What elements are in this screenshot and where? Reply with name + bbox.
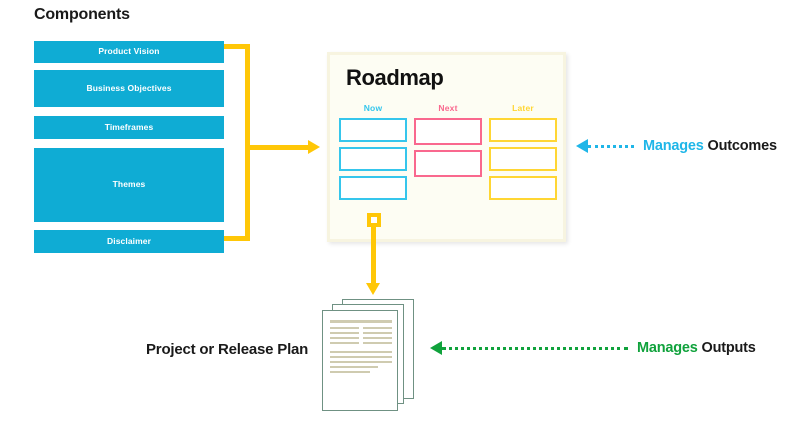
bracket-bottom-segment (224, 236, 250, 241)
document-line (330, 341, 359, 344)
roadmap-column: Now (339, 103, 407, 205)
roadmap-panel: Roadmap Now Next Later (327, 52, 566, 242)
roadmap-card[interactable] (339, 176, 407, 200)
outputs-label: Manages Outputs (637, 340, 756, 356)
roadmap-column-header: Later (512, 103, 534, 113)
outputs-dotted-line (442, 346, 628, 350)
roadmap-column: Later (489, 103, 557, 205)
down-arrow-shaft (371, 225, 376, 285)
bracket-top-segment (224, 44, 250, 49)
document-column (330, 326, 359, 347)
component-bar: Timeframes (34, 116, 224, 139)
component-bar: Product Vision (34, 41, 224, 63)
component-bar-label: Product Vision (98, 46, 160, 57)
document-line (330, 336, 359, 339)
roadmap-columns: Now Next Later (339, 103, 557, 205)
document-line (330, 331, 359, 334)
roadmap-column-header: Next (438, 103, 458, 113)
roadmap-column: Next (414, 103, 482, 205)
document-line (363, 331, 392, 334)
outcomes-label: Manages Outcomes (643, 138, 777, 154)
outcomes-plain-word: Outcomes (707, 138, 778, 154)
component-bar-label: Timeframes (104, 121, 154, 132)
document-line (330, 365, 378, 368)
roadmap-card[interactable] (414, 118, 482, 145)
document-line (330, 360, 392, 363)
roadmap-card[interactable] (489, 176, 557, 200)
document-sheet-front (322, 310, 398, 411)
document-column (363, 326, 392, 347)
outcomes-dotted-line (588, 144, 634, 148)
component-bar-label: Business Objectives (86, 82, 172, 93)
component-bar: Business Objectives (34, 70, 224, 107)
down-arrow-head-icon (366, 283, 380, 295)
roadmap-card[interactable] (339, 147, 407, 171)
outputs-arrow-head-icon (430, 341, 442, 355)
roadmap-card[interactable] (489, 147, 557, 171)
component-bar-label: Themes (112, 179, 146, 190)
document-line (330, 355, 392, 358)
document-line (330, 326, 359, 329)
component-bar: Themes (34, 148, 224, 222)
outputs-plain-word: Outputs (701, 340, 756, 356)
annotation-manages-outputs: Manages Outputs (430, 340, 756, 356)
component-bar-label: Disclaimer (107, 235, 151, 246)
roadmap-card[interactable] (339, 118, 407, 142)
project-plan-document-stack (322, 299, 418, 411)
roadmap-column-header: Now (363, 103, 383, 113)
roadmap-title: Roadmap (346, 65, 444, 90)
roadmap-card[interactable] (489, 118, 557, 142)
bracket-arrow-shaft (250, 145, 310, 150)
document-line (363, 336, 392, 339)
document-two-column-block (330, 326, 392, 347)
document-line (330, 370, 370, 373)
components-heading: Components (34, 6, 130, 23)
document-text-lines (330, 320, 392, 376)
bracket-arrow-head-icon (308, 140, 320, 154)
outputs-accent-word: Manages (637, 340, 698, 356)
outcomes-accent-word: Manages (643, 138, 704, 154)
annotation-manages-outcomes: Manages Outcomes (576, 138, 777, 154)
roadmap-card[interactable] (414, 150, 482, 177)
outcomes-arrow-head-icon (576, 139, 588, 153)
project-plan-label: Project or Release Plan (146, 341, 309, 358)
document-line (330, 350, 392, 353)
document-line (330, 320, 392, 323)
document-line (363, 326, 392, 329)
component-bar: Disclaimer (34, 230, 224, 253)
bracket-spine (245, 44, 250, 241)
document-line (363, 341, 392, 344)
